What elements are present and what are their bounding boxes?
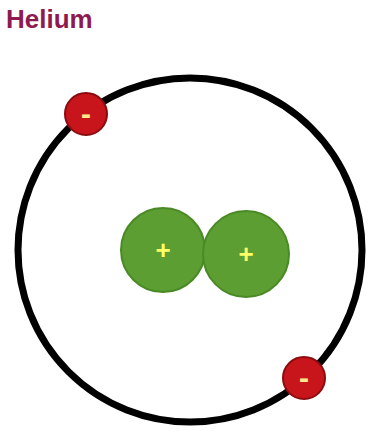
electron-circle: - — [282, 356, 326, 400]
electron-circle: - — [64, 92, 108, 136]
electron-orbit — [18, 78, 362, 422]
proton-circle: + — [202, 210, 290, 298]
electron-charge: - — [299, 363, 309, 393]
electron-charge: - — [81, 99, 91, 129]
proton-circle: + — [120, 207, 206, 293]
proton-charge: + — [155, 237, 170, 263]
proton-charge: + — [238, 241, 253, 267]
diagram-title: Helium — [6, 4, 93, 35]
